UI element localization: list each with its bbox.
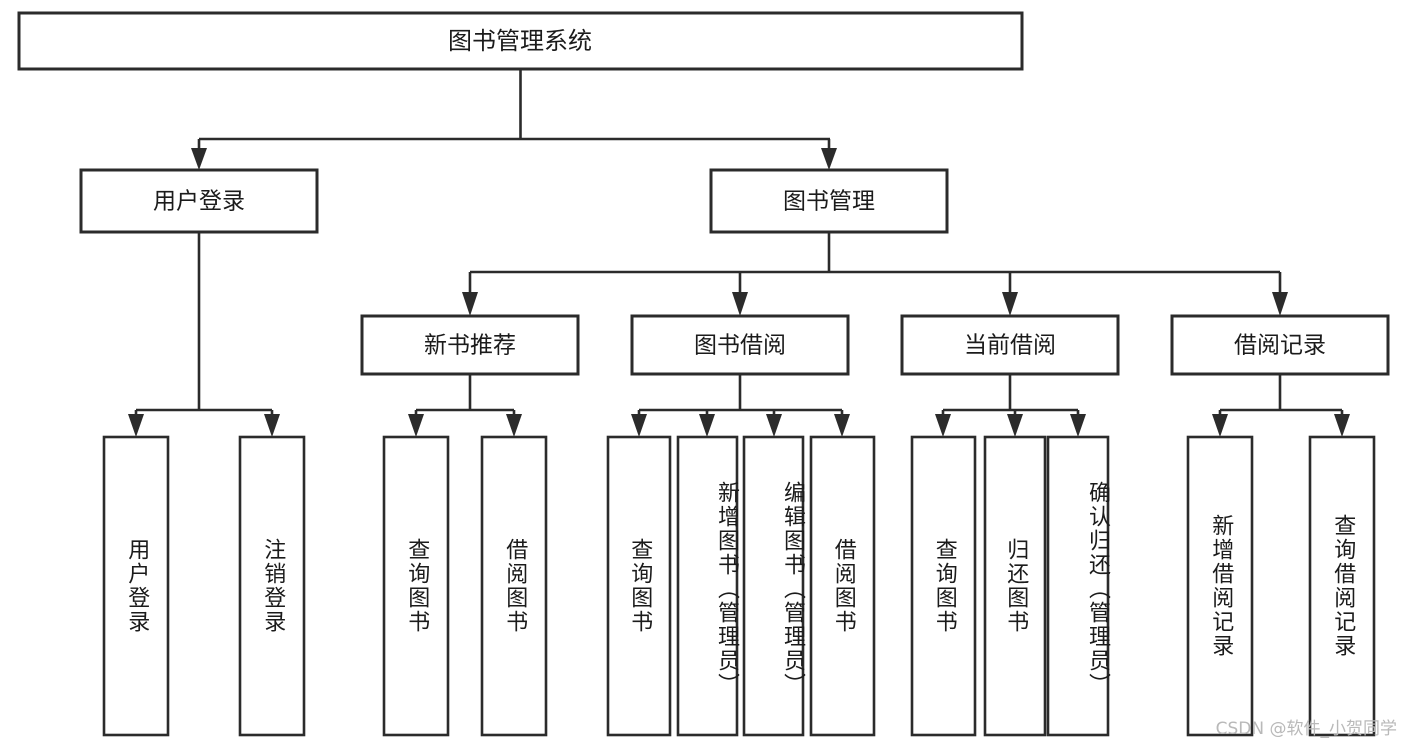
node-book-manage-box[interactable]: [709, 168, 949, 234]
node-root-label: 图书管理系统: [448, 27, 592, 55]
arrow-head-icon: [834, 414, 850, 437]
arrow-head-icon: [1334, 414, 1350, 437]
connector-borrowrecord-to-leaves: [1212, 374, 1350, 437]
node-book-manage[interactable]: 图书管理: [709, 168, 949, 234]
node-book-borrow[interactable]: 图书借阅: [630, 314, 850, 376]
connector-newbook-to-leaves: [408, 374, 522, 437]
node-user-login-label: 用户登录: [153, 189, 245, 215]
node-current-borrow-label: 当前借阅: [964, 333, 1056, 359]
connector-bookmanage-to-level3: [462, 232, 1288, 316]
arrow-head-icon: [264, 414, 280, 437]
arrow-head-icon: [732, 292, 748, 316]
node-borrow-record-label: 借阅记录: [1234, 333, 1326, 359]
arrow-head-icon: [821, 148, 837, 170]
leaf-box-user-login[interactable]: [102, 435, 170, 737]
node-new-book-recommend-label: 新书推荐: [424, 333, 516, 359]
arrow-head-icon: [1070, 414, 1086, 437]
arrow-head-icon: [766, 414, 782, 437]
leaf-box-edit-book[interactable]: [742, 435, 805, 737]
node-current-borrow[interactable]: 当前借阅: [900, 314, 1120, 376]
arrow-head-icon: [191, 148, 207, 170]
leaf-box-query-book-cur[interactable]: [910, 435, 977, 737]
arrow-head-icon: [631, 414, 647, 437]
leaf-box-query-record[interactable]: [1308, 435, 1376, 737]
node-root-box[interactable]: [17, 11, 1024, 71]
node-new-book-recommend[interactable]: 新书推荐: [360, 314, 580, 376]
leaf-box-confirm-return[interactable]: [1046, 435, 1110, 737]
arrow-head-icon: [1007, 414, 1023, 437]
connector-currentborrow-to-leaves: [935, 374, 1086, 437]
node-current-borrow-box[interactable]: [900, 314, 1120, 376]
arrow-head-icon: [699, 414, 715, 437]
node-book-borrow-label: 图书借阅: [694, 333, 786, 359]
node-borrow-record[interactable]: 借阅记录: [1170, 314, 1390, 376]
node-root[interactable]: 图书管理系统: [17, 11, 1024, 71]
leaf-box-return-book[interactable]: [983, 435, 1047, 737]
node-book-borrow-box[interactable]: [630, 314, 850, 376]
connector-bookborrow-to-leaves: [631, 374, 850, 437]
leaf-box-user-logout[interactable]: [238, 435, 306, 737]
node-user-login[interactable]: 用户登录: [79, 168, 319, 234]
leaf-box-add-record[interactable]: [1186, 435, 1254, 737]
arrow-head-icon: [408, 414, 424, 437]
node-book-manage-label: 图书管理: [783, 189, 875, 215]
arrow-head-icon: [506, 414, 522, 437]
node-new-book-recommend-box[interactable]: [360, 314, 580, 376]
connector-userlogin-to-leaves: [128, 232, 280, 437]
arrow-head-icon: [935, 414, 951, 437]
leaf-box-borrow-book[interactable]: [809, 435, 876, 737]
arrow-head-icon: [1002, 292, 1018, 316]
node-borrow-record-box[interactable]: [1170, 314, 1390, 376]
node-user-login-box[interactable]: [79, 168, 319, 234]
arrow-head-icon: [1212, 414, 1228, 437]
watermark-text: CSDN @软件_小贺同学: [1215, 719, 1397, 739]
leaf-box-query-book-new[interactable]: [382, 435, 450, 737]
arrow-head-icon: [1272, 292, 1288, 316]
arrow-head-icon: [128, 414, 144, 437]
leaf-box-borrow-book-new[interactable]: [480, 435, 548, 737]
arrow-head-icon: [462, 292, 478, 316]
leaf-boxes: [102, 435, 1376, 737]
connector-root-to-level2: [191, 69, 837, 170]
leaf-box-query-book[interactable]: [606, 435, 672, 737]
leaf-box-add-book[interactable]: [676, 435, 739, 737]
